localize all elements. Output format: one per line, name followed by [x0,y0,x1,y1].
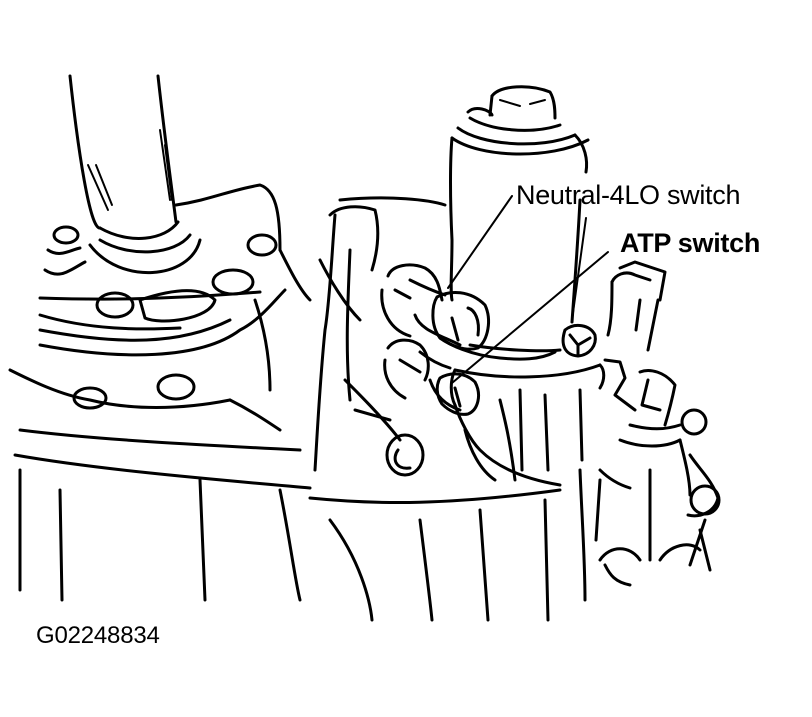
right-connector [578,260,721,602]
atp-switch-drawing [383,338,480,416]
shift-lever [68,74,202,275]
figure-id: G02248834 [36,622,160,649]
atp-switch-label: ATP switch [620,228,761,258]
center-bracket [313,196,447,477]
case-top [308,323,606,622]
left-housing [8,183,312,602]
neutral-4lo-switch-label: Neutral-4LO switch [516,180,741,210]
neutral-4lo-switch-drawing [380,263,557,361]
leader-lines [447,195,609,384]
